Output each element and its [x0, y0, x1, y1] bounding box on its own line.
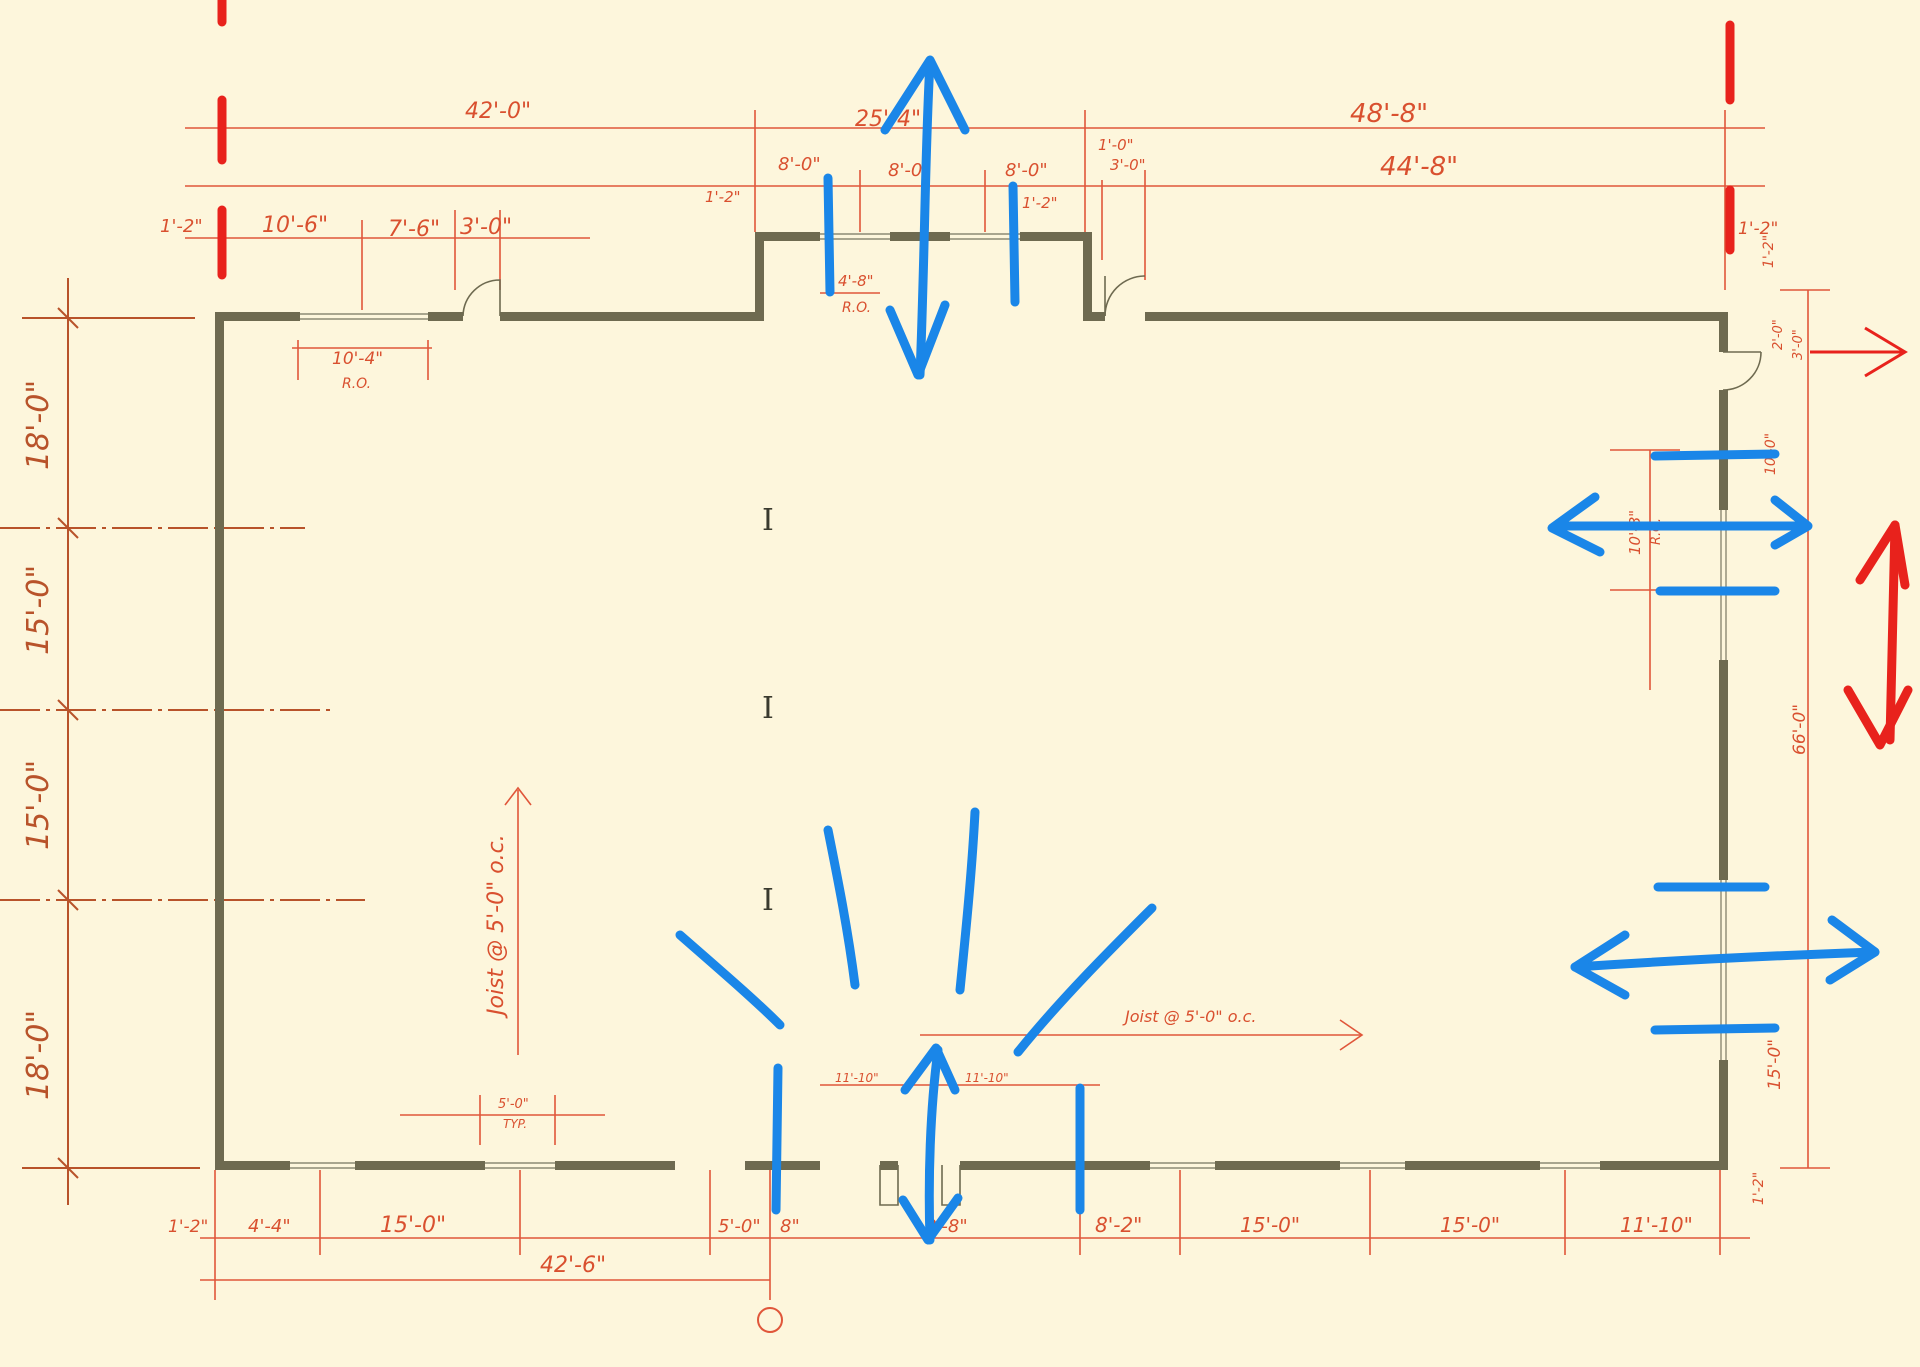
blue-double-arrow-right-lower — [1570, 947, 1880, 972]
top-ro-mid-sub: R.O. — [842, 300, 871, 316]
top-dim-8c: 8'-0" — [1005, 160, 1048, 181]
left-grid: 18'-0" 15'-0" 15'-0" 18'-0" — [0, 278, 365, 1205]
right-overall: 66'-0" — [1790, 704, 1810, 755]
column-icon: I — [762, 503, 774, 538]
top-dim-48: 48'-8" — [1350, 99, 1428, 129]
blue-double-arrow-bottom — [924, 1045, 943, 1245]
top-dim-44: 44'-8" — [1380, 152, 1458, 182]
bottom-seg-7: 8'-2" — [1095, 1213, 1142, 1237]
building-walls — [215, 232, 1728, 1170]
bottom-seg-2: 4'-4" — [248, 1216, 291, 1237]
red-arrow-right — [1885, 520, 1900, 745]
right-top-2: 2'-0" — [1771, 319, 1786, 350]
left-dim-3: 15'-0" — [21, 760, 56, 850]
top-dim-42: 42'-0" — [465, 99, 531, 124]
bottom-typ: 5'-0" — [498, 1097, 529, 1112]
bottom-seg-8: 15'-0" — [1240, 1213, 1300, 1237]
top-seg-4: 3'-0" — [460, 215, 512, 240]
left-dim-1: 18'-0" — [21, 380, 56, 470]
right-lower: 15'-0" — [1765, 1039, 1785, 1090]
red-markup — [217, 0, 1913, 750]
top-dimensions: 42'-0" 25'-4" 48'-8" 44'-8" 8'-0" 8'-0" … — [160, 99, 1778, 392]
top-dim-8a: 8'-0" — [778, 154, 821, 175]
openings — [290, 233, 1762, 1206]
bottom-door-b: 11'-10" — [965, 1071, 1009, 1085]
bottom-seg-10: 11'-10" — [1620, 1213, 1693, 1237]
bottom-dimensions: 1'-2" 4'-4" 15'-0" 5'-0" 8" 8'-8" 8'-2" … — [168, 1071, 1750, 1333]
top-ro-mid: 4'-8" — [838, 272, 874, 290]
bottom-seg-5: 8" — [780, 1216, 800, 1237]
columns: I I I — [762, 503, 774, 918]
bottom-seg-4: 5'-0" — [718, 1216, 761, 1237]
top-seg-3: 7'-6" — [388, 217, 440, 242]
top-corner-right: 1'-2" — [1738, 219, 1778, 239]
top-dim-door-a: 1'-0" — [1098, 136, 1134, 154]
bottom-seg-3: 15'-0" — [380, 1213, 446, 1238]
top-dim-8b: 8'-0" — [888, 160, 931, 181]
top-dim-off-b: 1'-2" — [1022, 194, 1058, 212]
top-dim-off-a: 1'-2" — [705, 188, 741, 206]
top-dim-door-b: 3'-0" — [1110, 156, 1146, 174]
right-dimensions: 1'-2" 2'-0" 3'-0" 10'-0" 10'-8" R.O. 66'… — [1610, 235, 1830, 1205]
top-seg-2: 10'-6" — [262, 213, 328, 238]
right-top-1: 1'-2" — [1761, 235, 1777, 268]
blue-double-arrow-top — [915, 57, 935, 380]
bottom-typ-sub: TYP. — [503, 1117, 527, 1131]
left-dim-2: 15'-0" — [21, 565, 56, 655]
right-ro: 10'-8" — [1626, 510, 1644, 555]
right-top-3: 3'-0" — [1791, 329, 1806, 360]
top-seg-1: 1'-2" — [160, 216, 203, 237]
joist-notes: Joist @ 5'-0" o.c. Joist @ 5'-0" o.c. — [484, 786, 1364, 1055]
column-icon: I — [762, 691, 774, 726]
right-corner: 1'-2" — [1751, 1172, 1767, 1205]
bottom-overall: 42'-6" — [540, 1253, 606, 1278]
joist-note-horizontal: Joist @ 5'-0" o.c. — [1122, 1007, 1256, 1026]
bottom-seg-9: 15'-0" — [1440, 1213, 1500, 1237]
bottom-door-a: 11'-10" — [835, 1071, 879, 1085]
bottom-seg-1: 1'-2" — [168, 1217, 208, 1237]
top-ro-left: 10'-4" — [332, 349, 383, 369]
joist-note-vertical: Joist @ 5'-0" o.c. — [484, 834, 509, 1019]
top-ro-left-sub: R.O. — [342, 376, 371, 392]
column-icon: I — [762, 883, 774, 918]
left-dim-4: 18'-0" — [21, 1010, 56, 1100]
blue-markup — [675, 55, 1880, 1245]
